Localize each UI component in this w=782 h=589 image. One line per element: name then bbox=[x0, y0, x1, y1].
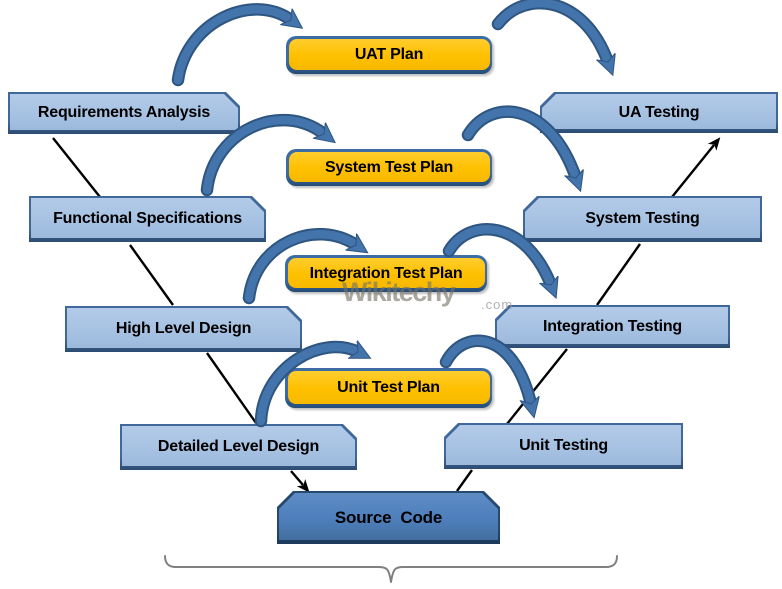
box-high-level-design: High Level Design bbox=[65, 306, 302, 352]
box-fill bbox=[31, 198, 264, 238]
source-label: Source Code bbox=[334, 507, 443, 527]
box-fill bbox=[122, 426, 355, 466]
box-functional-specifications: Functional Specifications bbox=[29, 196, 266, 242]
box-fill bbox=[279, 493, 498, 540]
stage-label: Integration Testing bbox=[542, 317, 682, 335]
box-fill bbox=[288, 38, 490, 70]
box-fill bbox=[10, 94, 238, 130]
stage-label: Requirements Analysis bbox=[37, 104, 211, 121]
stage-label: Functional Specifications bbox=[53, 210, 242, 227]
stage-label: System Testing bbox=[585, 210, 700, 227]
plan-label: UAT Plan bbox=[354, 46, 424, 63]
box-source-code: Source Code bbox=[277, 491, 500, 544]
stage-label: High Level Design bbox=[115, 320, 252, 337]
box-fill bbox=[525, 198, 760, 238]
box-uat-plan: UAT Plan bbox=[286, 36, 492, 74]
watermark: Wikitechy .com bbox=[342, 277, 522, 321]
stage-label: UA Testing bbox=[618, 103, 700, 121]
watermark-text: Wikitechy bbox=[342, 277, 456, 307]
box-system-test-plan: System Test Plan bbox=[286, 149, 492, 186]
stage-label: Unit Testing bbox=[519, 437, 608, 454]
box-system-testing: System Testing bbox=[523, 196, 762, 242]
box-unit-testing: Unit Testing bbox=[444, 423, 683, 469]
stage-label: Detailed Level Design bbox=[157, 438, 320, 455]
box-integration-testing: Integration Testing bbox=[495, 305, 730, 348]
box-unit-test-plan: Unit Test Plan bbox=[285, 368, 492, 408]
box-ua-testing: UA Testing bbox=[540, 92, 778, 133]
plan-label: System Test Plan bbox=[324, 158, 454, 176]
box-fill bbox=[446, 425, 681, 465]
box-requirements-analysis: Requirements Analysis bbox=[8, 92, 240, 134]
box-detailed-level-design: Detailed Level Design bbox=[120, 424, 357, 470]
watermark-suffix: .com bbox=[481, 297, 514, 312]
plan-label: Unit Test Plan bbox=[337, 379, 440, 396]
